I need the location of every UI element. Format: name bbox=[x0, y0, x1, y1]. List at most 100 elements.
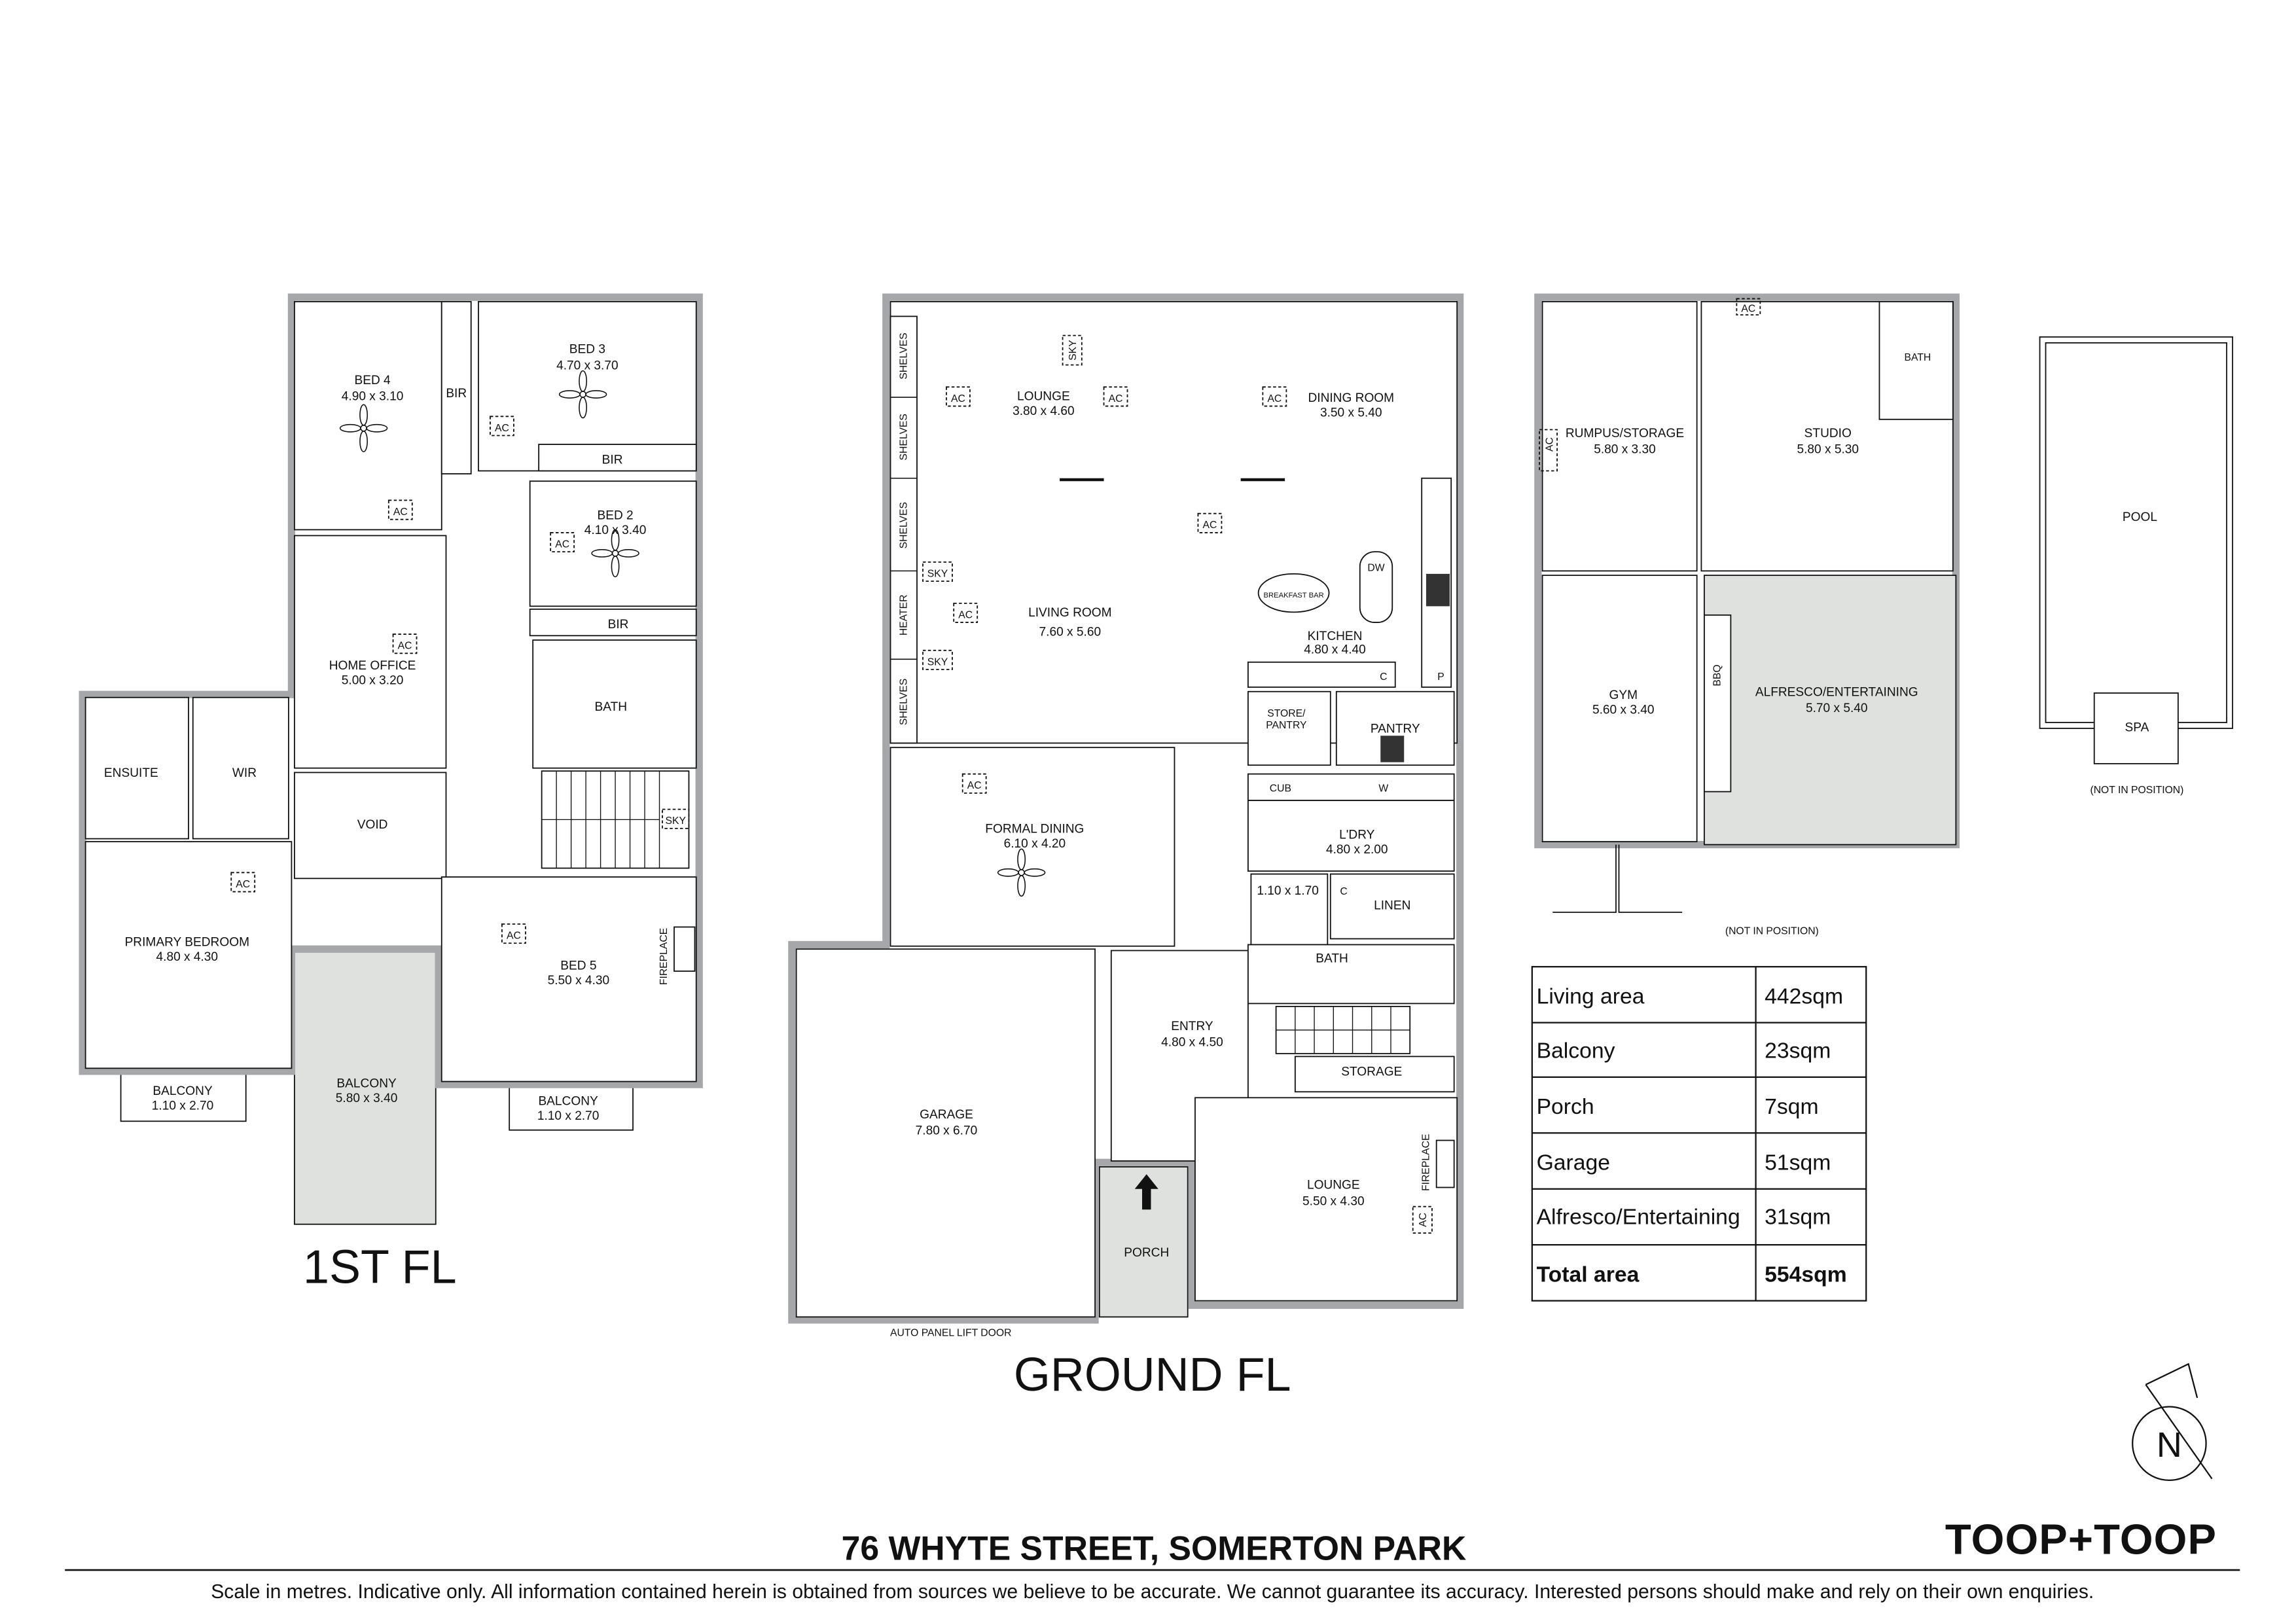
ceiling-fan-icon bbox=[997, 848, 1046, 897]
room-label: BATH bbox=[1905, 352, 1931, 363]
cupboard-label: C bbox=[1340, 886, 1347, 897]
area-value: 7sqm bbox=[1765, 1094, 1818, 1119]
ground-floor-plan: SHELVES SHELVES SHELVES HEATER SHELVES L… bbox=[788, 293, 1464, 1401]
room-dims: 7.60 x 5.60 bbox=[1039, 625, 1102, 639]
bir-bed2 bbox=[529, 608, 697, 637]
shelves-label: SHELVES bbox=[898, 414, 909, 460]
ceiling-fan-icon bbox=[339, 370, 639, 578]
room-dims: 5.70 x 5.40 bbox=[1806, 702, 1868, 715]
not-in-position-note: (NOT IN POSITION) bbox=[2090, 785, 2183, 796]
svg-text:AC: AC bbox=[1418, 1213, 1429, 1227]
area-label: Living area bbox=[1537, 984, 1645, 1008]
spa-label: SPA bbox=[2125, 721, 2149, 734]
room-dims: 4.10 x 3.40 bbox=[584, 524, 647, 537]
room-wir bbox=[192, 696, 289, 840]
room-label: BED 2 bbox=[597, 509, 633, 523]
room-label: GYM bbox=[1609, 688, 1638, 702]
room-label: GARAGE bbox=[920, 1108, 973, 1122]
footer: 76 WHYTE STREET, SOMERTON PARK TOOP+TOOP… bbox=[65, 1515, 2240, 1603]
room-dims: 4.80 x 4.30 bbox=[156, 950, 219, 964]
pool-inner bbox=[2045, 342, 2227, 723]
spa bbox=[2093, 692, 2179, 764]
total-area-value: 554sqm bbox=[1765, 1262, 1847, 1287]
room-dims: 1.10 x 1.70 bbox=[1257, 884, 1319, 898]
room-label: BIR bbox=[608, 618, 629, 632]
north-compass-icon: N bbox=[2132, 1363, 2213, 1482]
room-bath-ground bbox=[1247, 944, 1455, 1005]
ac-marker bbox=[1539, 429, 1558, 472]
room-dims: 1.10 x 2.70 bbox=[152, 1099, 214, 1113]
not-in-position-note: (NOT IN POSITION) bbox=[1725, 926, 1819, 937]
room-label: LINEN bbox=[1374, 899, 1410, 913]
room-label: ALFRESCO/ENTERTAINING bbox=[1755, 685, 1918, 699]
room-label: PANTRY bbox=[1266, 720, 1307, 731]
room-label: BIR bbox=[602, 453, 623, 467]
heater-label: HEATER bbox=[898, 595, 909, 636]
room-label: LOUNGE bbox=[1307, 1179, 1360, 1192]
room-dims: 7.80 x 6.70 bbox=[916, 1124, 978, 1138]
room-bath-1st bbox=[532, 639, 697, 769]
room-dims: 3.50 x 5.40 bbox=[1320, 406, 1382, 419]
room-hall-small bbox=[1250, 873, 1329, 946]
room-label: L'DRY bbox=[1339, 829, 1375, 842]
shelves-unit bbox=[889, 315, 918, 744]
pantry-p-label: P bbox=[1437, 671, 1444, 683]
cooktop-icon bbox=[1426, 573, 1450, 607]
svg-text:AC: AC bbox=[555, 539, 569, 550]
pool-plan: POOL SPA (NOT IN POSITION) bbox=[2039, 336, 2233, 796]
compass-label: N bbox=[2157, 1425, 2182, 1465]
room-rumpus bbox=[1541, 301, 1698, 572]
shelf-dividers bbox=[890, 397, 917, 660]
svg-text:SKY: SKY bbox=[666, 815, 687, 827]
kitchen-bench bbox=[1247, 661, 1396, 688]
room-studio-bath bbox=[1878, 301, 1954, 420]
svg-text:SKY: SKY bbox=[927, 568, 948, 579]
fireplace-1st bbox=[673, 926, 696, 972]
total-area-label: Total area bbox=[1537, 1262, 1640, 1287]
area-table: Living area 442sqm Balcony 23sqm Porch 7… bbox=[1531, 966, 1867, 1302]
svg-text:AC: AC bbox=[393, 507, 408, 518]
ground-floor-title: GROUND FL bbox=[1014, 1349, 1291, 1401]
room-store-pantry bbox=[1247, 690, 1331, 766]
room-dims: 5.80 x 3.40 bbox=[336, 1092, 398, 1105]
room-label: KITCHEN bbox=[1308, 630, 1363, 643]
entry-arrow-icon bbox=[1134, 1174, 1158, 1210]
room-home-office bbox=[294, 535, 447, 769]
disclaimer: Scale in metres. Indicative only. All in… bbox=[211, 1581, 2094, 1603]
room-label: BATH bbox=[595, 700, 628, 714]
svg-text:AC: AC bbox=[495, 423, 509, 434]
room-label: BALCONY bbox=[538, 1095, 598, 1109]
svg-text:AC: AC bbox=[967, 780, 982, 791]
svg-text:AC: AC bbox=[236, 879, 250, 890]
svg-text:AC: AC bbox=[507, 930, 521, 941]
room-bed2 bbox=[529, 480, 697, 607]
room-dims: 5.50 x 4.30 bbox=[1302, 1194, 1365, 1208]
room-dims: 4.90 x 3.10 bbox=[342, 390, 404, 404]
bir-bed3 bbox=[538, 444, 697, 472]
room-ensuite bbox=[84, 696, 189, 840]
room-label: BALCONY bbox=[152, 1084, 213, 1098]
room-label: FORMAL DINING bbox=[985, 823, 1084, 836]
ac-label: AC bbox=[1741, 304, 1755, 315]
balcony-small-left bbox=[120, 1072, 247, 1122]
area-label: Alfresco/Entertaining bbox=[1537, 1205, 1740, 1230]
washer-label: W bbox=[1378, 783, 1388, 794]
room-label: PORCH bbox=[1124, 1246, 1169, 1260]
room-label: FIREPLACE bbox=[658, 928, 670, 985]
breakfast-bar-label: BREAKFAST BAR bbox=[1263, 592, 1323, 599]
room-void bbox=[294, 772, 447, 880]
room-label: BED 3 bbox=[569, 343, 605, 357]
double-door bbox=[1552, 844, 1683, 913]
room-dims: 5.60 x 3.40 bbox=[1592, 703, 1655, 717]
room-label: ENTRY bbox=[1171, 1020, 1213, 1033]
room-label: ENSUITE bbox=[104, 766, 158, 780]
kitchen-island bbox=[1359, 551, 1393, 623]
cupboard-label: C bbox=[1380, 671, 1387, 683]
room-dims: 3.80 x 4.60 bbox=[1013, 404, 1075, 418]
room-bed4 bbox=[294, 301, 442, 531]
area-label: Balcony bbox=[1537, 1039, 1615, 1063]
room-laundry bbox=[1247, 800, 1455, 872]
shelves-label: SHELVES bbox=[898, 679, 909, 725]
svg-text:AC: AC bbox=[1203, 520, 1217, 531]
room-dims: 4.80 x 4.50 bbox=[1161, 1036, 1223, 1050]
